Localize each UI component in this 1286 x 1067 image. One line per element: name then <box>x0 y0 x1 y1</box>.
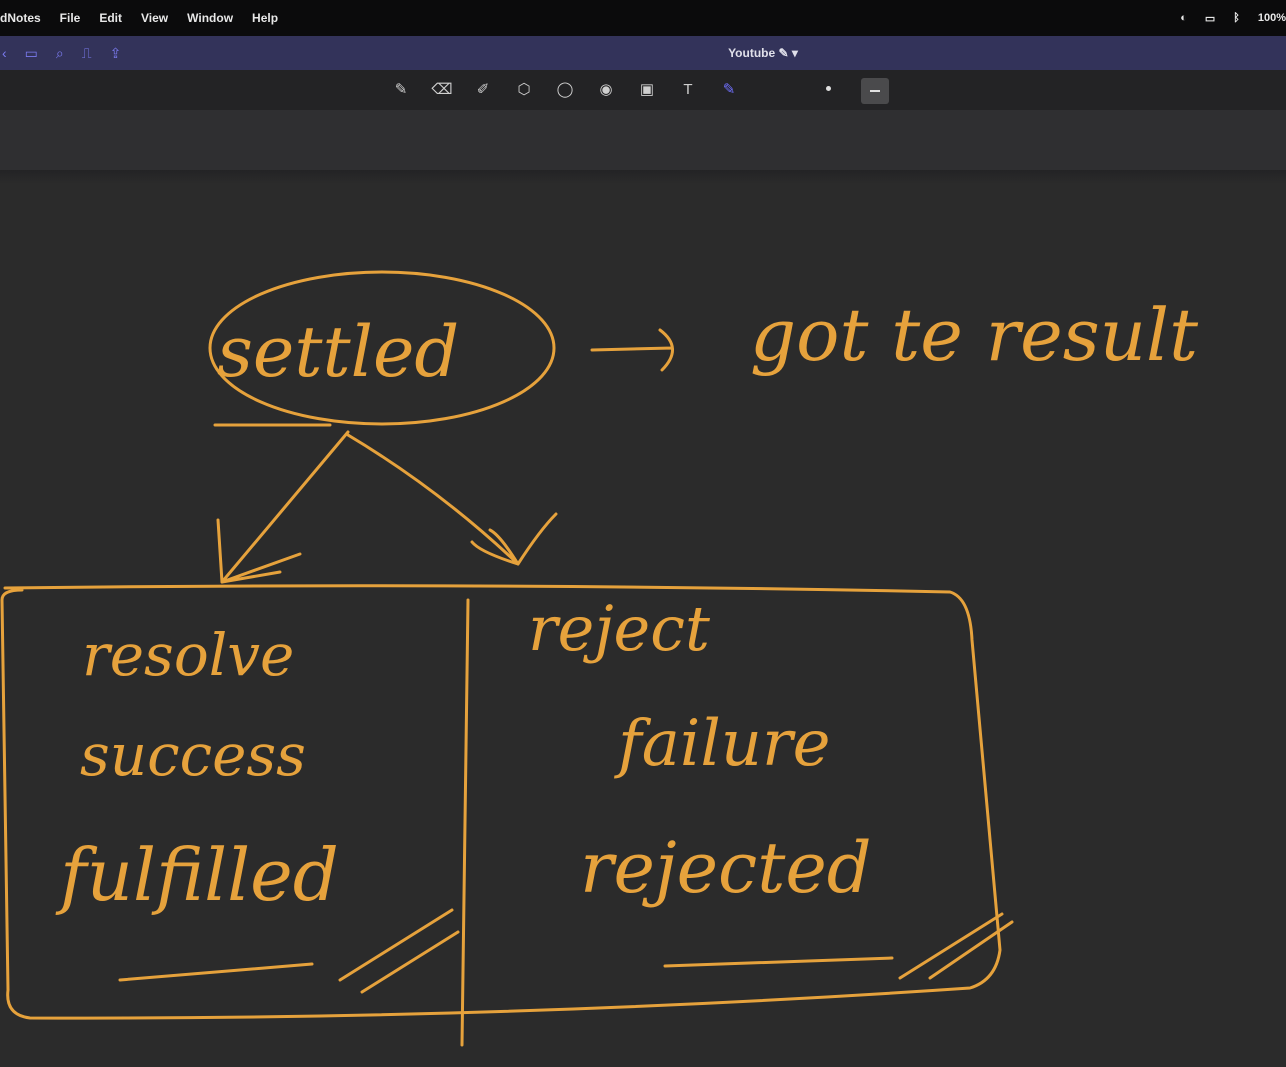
menu-help[interactable]: Help <box>252 11 279 25</box>
word-fulfilled: fulfilled <box>55 833 339 917</box>
result-note: got te result <box>750 293 1199 377</box>
document-title[interactable]: Youtube ✎ ▾ <box>728 46 798 60</box>
rejected-underline <box>663 956 894 968</box>
eraser-tool-icon[interactable]: ⌫ <box>431 81 453 98</box>
word-failure: failure <box>614 707 830 781</box>
stroke-width-option[interactable] <box>861 78 889 104</box>
settled-label: settled <box>217 311 459 393</box>
search-icon[interactable]: ⌕ <box>55 44 64 61</box>
bookmark-icon[interactable]: ⎍ <box>81 44 92 61</box>
menu-window[interactable]: Window <box>187 11 234 25</box>
battery-label[interactable]: 100% <box>1257 12 1286 24</box>
right-branch-arrow <box>346 433 558 566</box>
shapes-tool-icon[interactable]: ⬡ <box>517 81 531 98</box>
pen-tool-icon[interactable]: ✎ <box>394 81 408 98</box>
laser-tool-icon[interactable]: ◉ <box>599 81 613 98</box>
bluetooth-icon[interactable]: ᛒ <box>1233 12 1240 24</box>
word-reject: reject <box>528 592 710 665</box>
fulfilled-double-stroke <box>338 908 460 994</box>
image-tool-icon[interactable]: ▣ <box>639 81 655 98</box>
color-picker-icon[interactable]: ✎ <box>722 81 736 98</box>
tool-group: ✎ ⌫ ✐ ⬡ ◯ ◉ ▣ T ✎ <box>388 78 757 102</box>
title-bar: ‹ ▭ ⌕ ⎍ ⇪ Youtube ✎ ▾ <box>0 36 1286 70</box>
ink-drawing: settled got te result resolve success fu… <box>0 270 1199 1047</box>
result-arrow <box>590 328 674 372</box>
text-tool-icon[interactable]: T <box>683 81 693 98</box>
page-header-area <box>0 110 1286 184</box>
rejected-double-stroke <box>898 912 1014 980</box>
control-center-icon[interactable]: ◐ <box>1180 12 1187 24</box>
menu-edit[interactable]: Edit <box>99 11 123 25</box>
status-area: ◐ ▭ ᛒ 100% <box>1162 0 1286 36</box>
menu-file[interactable]: File <box>59 11 81 25</box>
word-rejected: rejected <box>580 827 872 909</box>
box-divider <box>460 598 470 1047</box>
left-branch-arrow <box>216 430 350 584</box>
back-icon[interactable]: ‹ <box>2 45 7 61</box>
nav-icons: ‹ ▭ ⌕ ⎍ ⇪ <box>2 45 139 62</box>
tool-bar: ✎ ⌫ ✐ ⬡ ◯ ◉ ▣ T ✎ <box>0 70 1286 110</box>
menu-view[interactable]: View <box>141 11 169 25</box>
settled-ellipse <box>208 270 556 426</box>
fulfilled-underline <box>118 962 314 982</box>
highlighter-tool-icon[interactable]: ✐ <box>476 81 490 98</box>
divider <box>0 170 1286 184</box>
app-menu[interactable]: dNotes <box>0 11 41 25</box>
outcome-box <box>0 584 1002 1020</box>
lasso-tool-icon[interactable]: ◯ <box>556 81 574 98</box>
stroke-dot-option[interactable] <box>826 86 831 91</box>
screen-mirroring-icon[interactable]: ▭ <box>1204 12 1216 25</box>
note-canvas[interactable]: settled got te result resolve success fu… <box>0 180 1286 1062</box>
menu-bar: dNotes File Edit View Window Help ◐ ▭ ᛒ … <box>0 0 1286 36</box>
sidebar-icon[interactable]: ▭ <box>24 44 38 61</box>
word-resolve: resolve <box>82 621 294 689</box>
share-icon[interactable]: ⇪ <box>109 44 122 61</box>
word-success: success <box>80 721 306 789</box>
